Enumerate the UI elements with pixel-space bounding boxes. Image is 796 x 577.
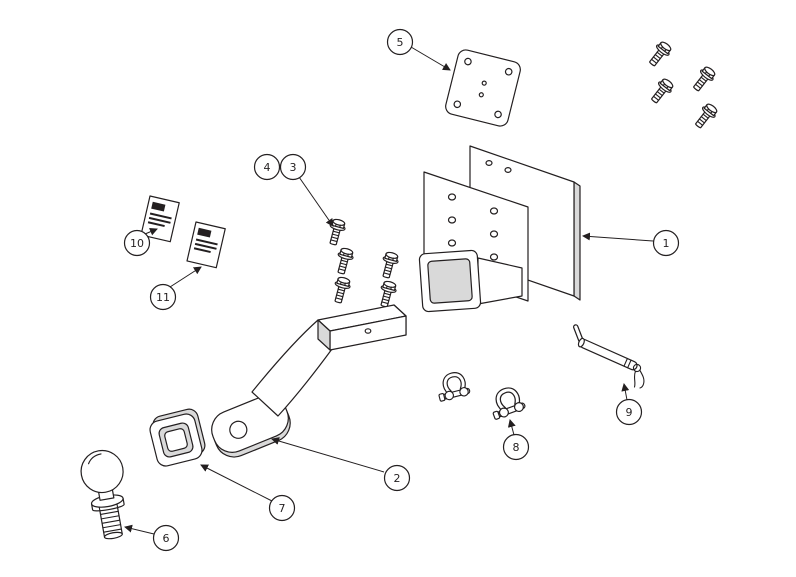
hardware-bolts-center: [325, 217, 401, 309]
svg-text:9: 9: [626, 406, 633, 419]
warning-label-11: [186, 221, 226, 269]
leader-7: [200, 464, 273, 502]
svg-text:7: 7: [279, 502, 286, 515]
leader-9: [621, 383, 630, 401]
receiver-bracket: [418, 145, 581, 313]
shackle-icon: [487, 386, 526, 420]
callout-1: 1: [652, 229, 680, 257]
bolt-icon: [647, 76, 676, 107]
svg-text:3: 3: [290, 161, 297, 174]
svg-text:11: 11: [156, 291, 170, 304]
callout-10: 10: [123, 229, 151, 257]
svg-text:1: 1: [663, 237, 670, 250]
callout-3: 3: [279, 153, 307, 181]
bolt-icon: [325, 217, 348, 247]
leader-5: [410, 46, 451, 71]
svg-text:6: 6: [163, 532, 170, 545]
bolt-icon: [689, 64, 718, 95]
bolt-icon: [691, 101, 720, 132]
callouts: 1 2 3 4 5 6 7 8 9 10 11: [123, 28, 680, 552]
callout-9: 9: [615, 398, 643, 426]
bolt-icon: [645, 39, 674, 70]
leader-8: [507, 419, 516, 436]
callout-5: 5: [386, 28, 414, 56]
shackles: [435, 372, 526, 420]
svg-text:8: 8: [513, 441, 520, 454]
svg-text:2: 2: [394, 472, 401, 485]
leader-3: [298, 176, 334, 227]
svg-text:10: 10: [130, 237, 144, 250]
callout-4: 4: [253, 153, 281, 181]
leader-lines: [124, 46, 654, 535]
bolt-icon: [376, 279, 399, 309]
cover-plate: [445, 49, 521, 127]
shank-pin-hole: [364, 328, 372, 334]
hitch-ball: [80, 449, 125, 540]
callout-7: 7: [268, 494, 296, 522]
hitch-pin: [572, 324, 645, 389]
ball-hole: [229, 420, 248, 439]
callout-8: 8: [502, 433, 530, 461]
bolt-icon: [333, 246, 356, 276]
leader-6: [124, 524, 155, 535]
ball-sphere: [80, 449, 124, 494]
svg-text:5: 5: [397, 36, 404, 49]
svg-text:4: 4: [264, 161, 271, 174]
leader-1: [582, 232, 654, 242]
mounting-bolts-top-right: [645, 39, 720, 132]
bolt-icon: [378, 250, 401, 280]
callout-6: 6: [152, 524, 180, 552]
receiver-tube-cover: [149, 408, 206, 467]
bolt-icon: [330, 275, 353, 305]
shackle-icon: [435, 372, 471, 402]
callout-2: 2: [383, 464, 411, 492]
callout-11: 11: [149, 283, 177, 311]
pin-clip: [632, 363, 645, 389]
leader-2: [271, 437, 385, 473]
leader-11: [169, 266, 202, 288]
ball-mount: [211, 304, 407, 458]
receiver-tube-opening: [418, 249, 482, 313]
leader-10: [144, 228, 158, 236]
